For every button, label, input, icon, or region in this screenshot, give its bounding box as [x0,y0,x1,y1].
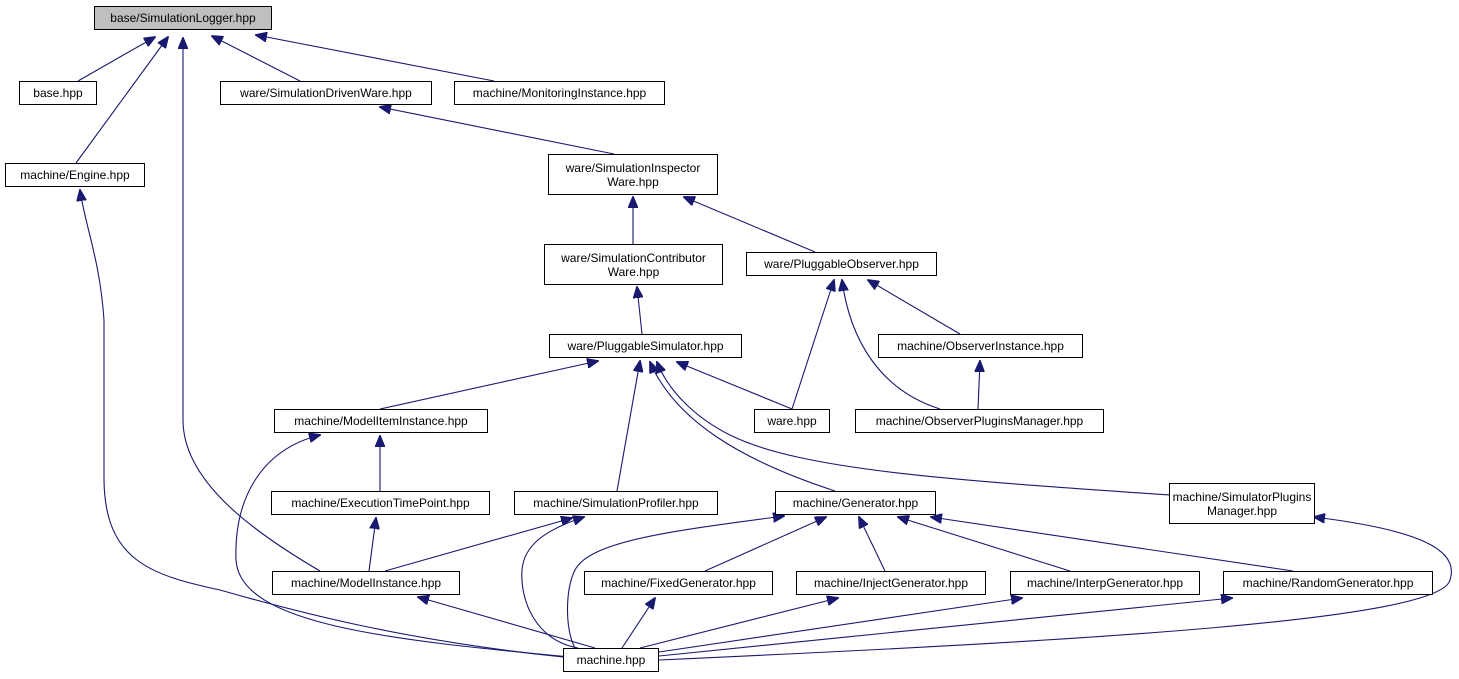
edge-n4-to-n0 [75,37,168,164]
node-machine-simulatorpluginsmanager[interactable]: machine/SimulatorPlugins Manager.hpp [1169,483,1315,524]
edge-n7-to-n5 [684,197,816,253]
node-machine-randomgenerator[interactable]: machine/RandomGenerator.hpp [1223,571,1433,595]
node-ware[interactable]: ware.hpp [754,409,830,433]
edge-n11-to-n7 [791,280,834,410]
edge-n22-to-n19 [639,598,838,649]
edge-n17-to-n0 [183,38,321,572]
edge-n17-to-n13 [368,518,376,572]
edge-n19-to-n15 [859,517,886,572]
edge-n22-to-n17 [418,597,596,649]
node-machine-fixedgenerator[interactable]: machine/FixedGenerator.hpp [584,571,773,595]
edge-n22-to-n14 [521,517,584,649]
edge-n14-to-n8 [616,361,640,492]
node-machine-observerpluginsmanager[interactable]: machine/ObserverPluginsManager.hpp [855,409,1104,433]
node-base-simulationlogger: base/SimulationLogger.hpp [94,6,272,30]
node-machine-observerinstance[interactable]: machine/ObserverInstance.hpp [878,334,1083,358]
node-machine-executiontimepoint[interactable]: machine/ExecutionTimePoint.hpp [271,491,490,515]
node-ware-simulationcontributorware[interactable]: ware/SimulationContributor Ware.hpp [544,244,723,285]
node-machine[interactable]: machine.hpp [563,648,659,672]
edge-n8-to-n6 [637,287,642,335]
node-ware-simulationinspectorware[interactable]: ware/SimulationInspector Ware.hpp [548,154,718,195]
edge-n22-to-n20 [658,598,1022,653]
edge-n20-to-n15 [898,517,1071,572]
edge-n18-to-n15 [704,517,826,572]
edge-n11-to-n8 [677,362,793,410]
edge-n9-to-n7 [868,280,961,335]
edge-n22-to-n21 [658,598,1232,657]
edge-n12-to-n9 [978,361,980,410]
edge-n16-to-n8 [657,362,1171,496]
node-ware-pluggablesimulator[interactable]: ware/PluggableSimulator.hpp [549,334,742,358]
edge-n5-to-n2 [380,107,615,155]
edge-n22-to-n16 [658,517,1452,661]
edge-n22-to-n10 [235,435,581,659]
edge-n22-to-n15 [566,516,785,649]
edge-n3-to-n0 [256,35,495,82]
edge-n1-to-n0 [77,37,155,82]
node-ware-simulationdrivenware[interactable]: ware/SimulationDrivenWare.hpp [220,81,432,105]
edge-n15-to-n8 [650,362,836,492]
node-machine-modelinstance[interactable]: machine/ModelInstance.hpp [272,571,460,595]
node-machine-simulationprofiler[interactable]: machine/SimulationProfiler.hpp [514,491,718,515]
edge-n22-to-n4 [80,190,564,658]
edge-n10-to-n8 [379,361,598,410]
edge-n22-to-n18 [621,598,655,649]
node-machine-injectgenerator[interactable]: machine/InjectGenerator.hpp [796,571,986,595]
node-machine-engine[interactable]: machine/Engine.hpp [5,163,145,187]
node-machine-modeliteminstance[interactable]: machine/ModelItemInstance.hpp [274,409,488,433]
edge-n12-to-n7 [842,280,941,410]
node-machine-monitoringinstance[interactable]: machine/MonitoringInstance.hpp [454,81,665,105]
node-machine-interpgenerator[interactable]: machine/InterpGenerator.hpp [1010,571,1200,595]
edge-n17-to-n14 [384,518,572,572]
node-ware-pluggableobserver[interactable]: ware/PluggableObserver.hpp [746,252,937,276]
edge-n21-to-n15 [931,517,1294,572]
node-base[interactable]: base.hpp [19,81,97,105]
node-machine-generator[interactable]: machine/Generator.hpp [775,491,936,515]
edge-n2-to-n0 [212,36,301,82]
